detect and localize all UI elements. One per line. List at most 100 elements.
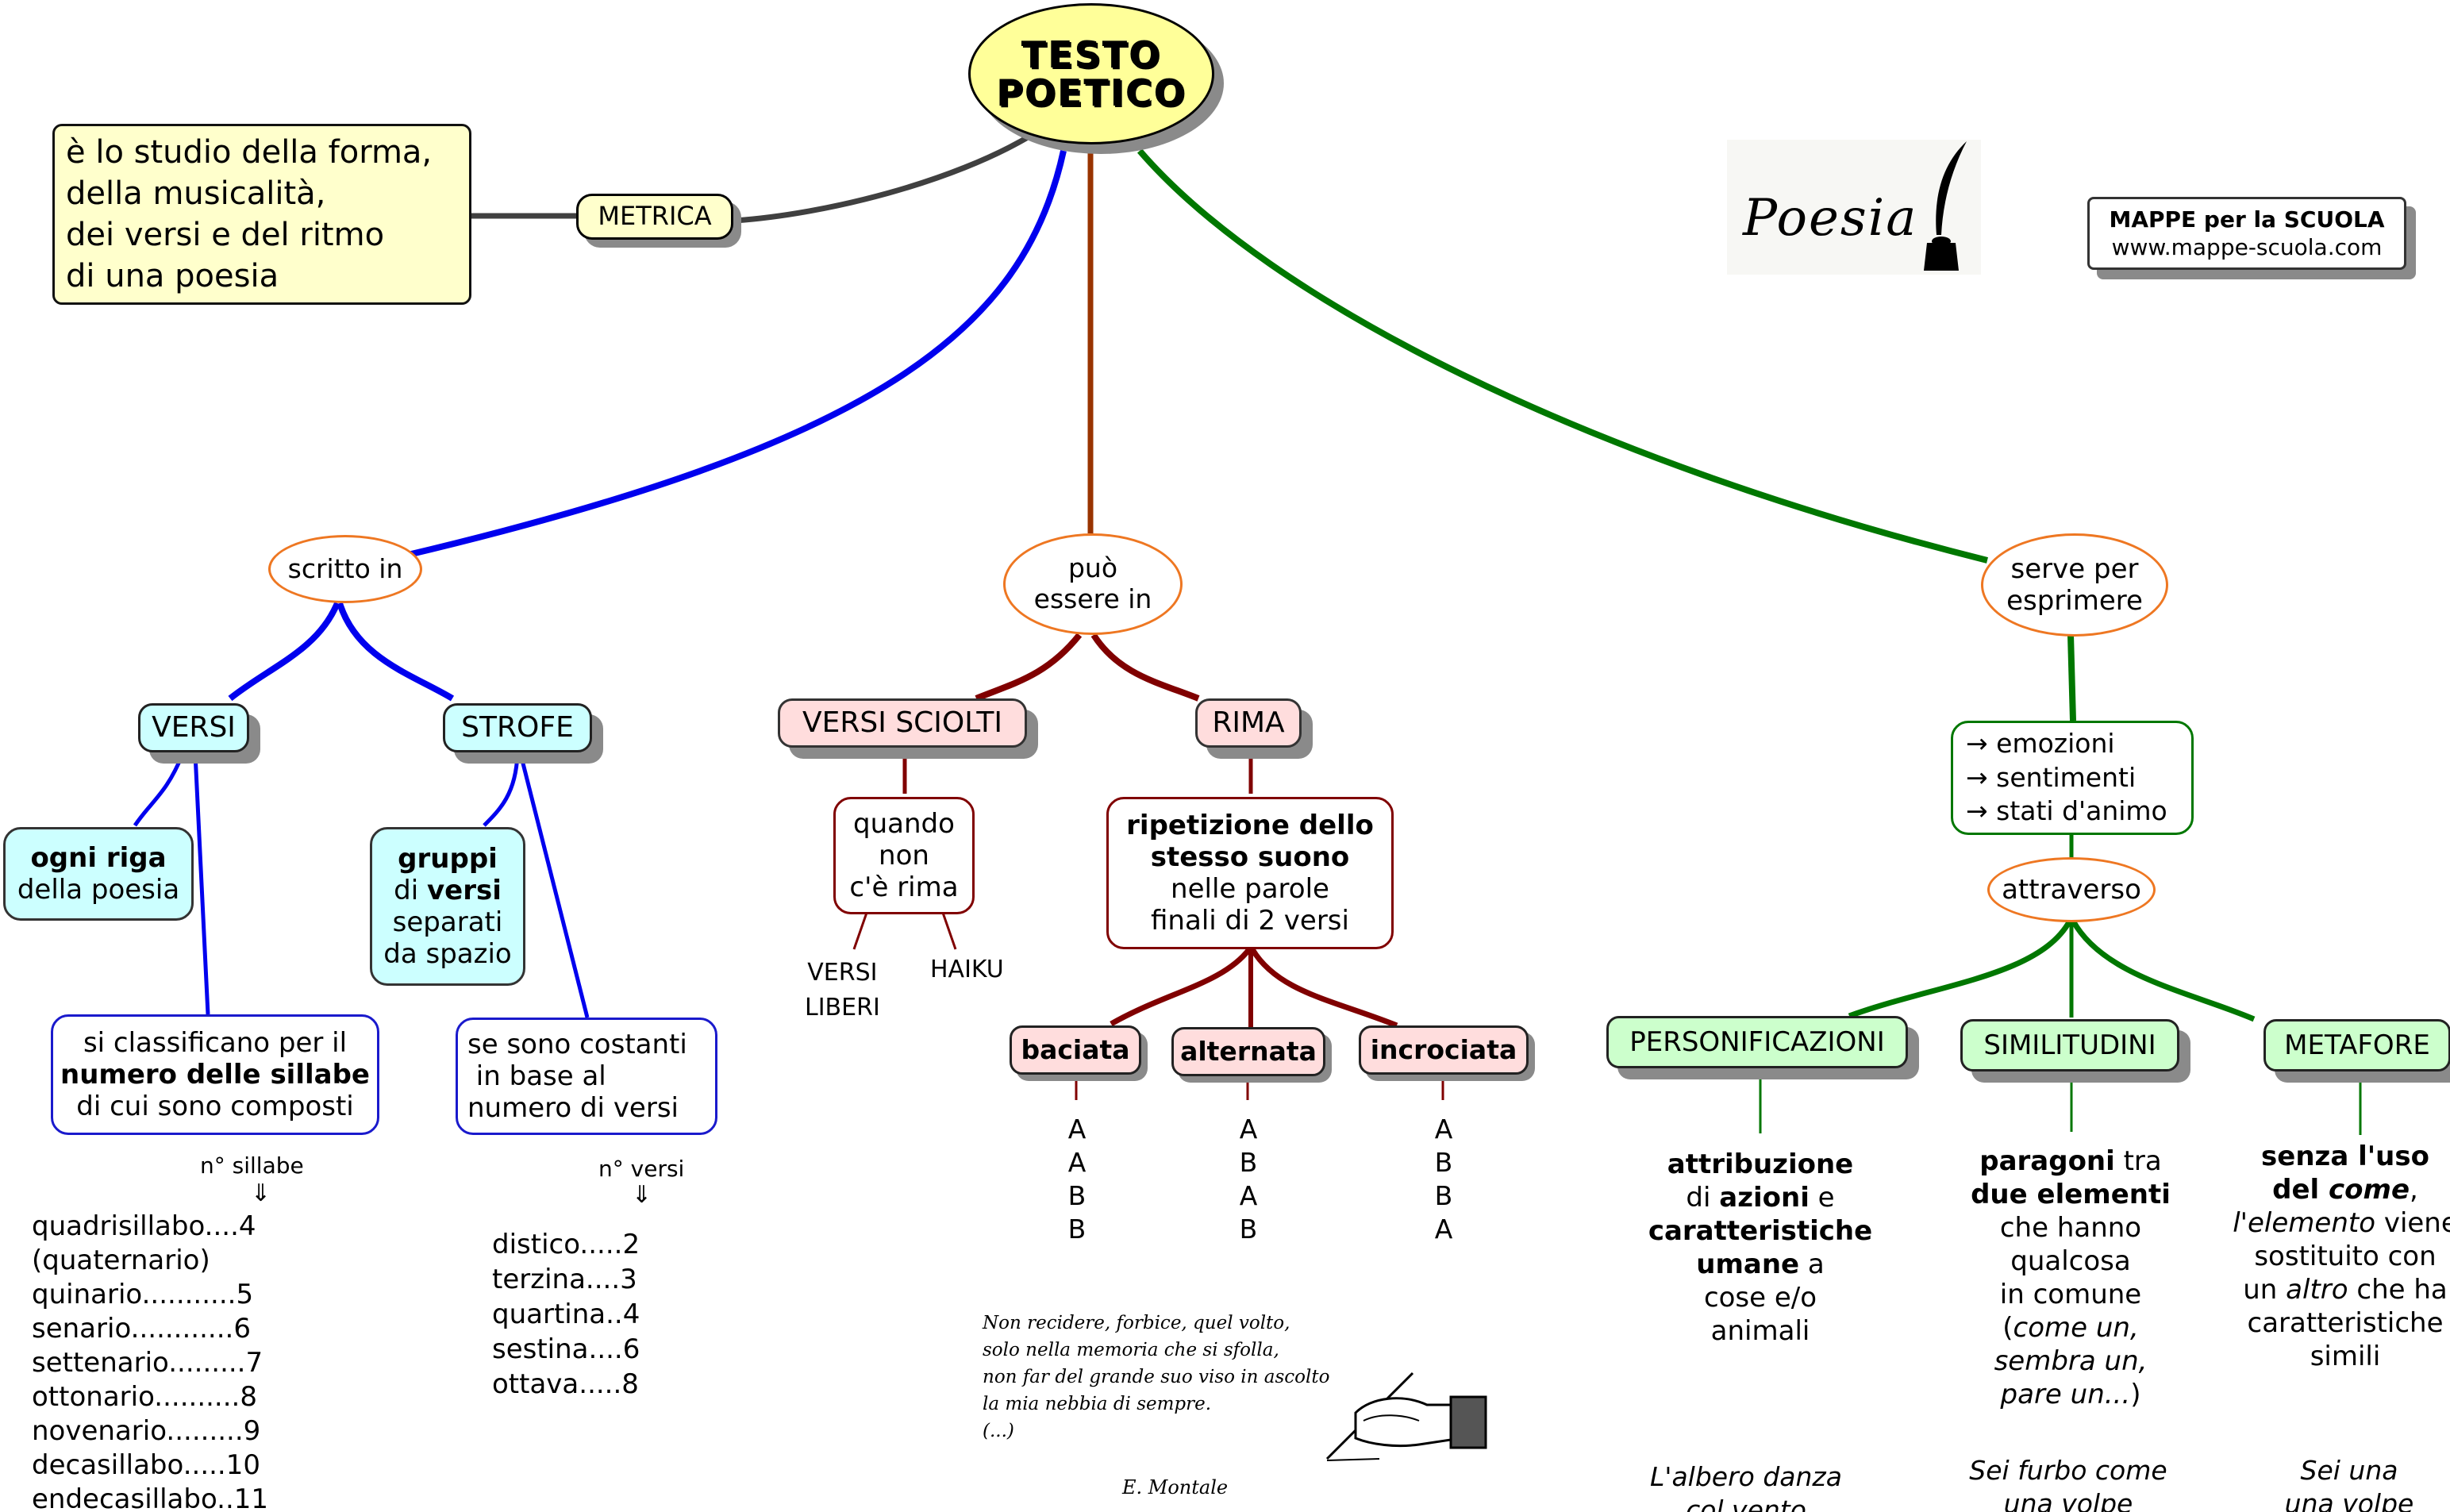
example-haiku: HAIKU (930, 956, 1004, 983)
linker-scritto-in-label: scritto in (287, 552, 403, 584)
sillabe-item: senario............6 (32, 1313, 251, 1345)
scheme-letter: A (1434, 1214, 1453, 1245)
poem-line: la mia nebbia di sempre. (983, 1394, 1212, 1414)
poesia-logo-text: Poesia (1743, 189, 1918, 248)
versi-node[interactable]: VERSI (138, 703, 249, 752)
central-node-testo-poetico[interactable]: TESTO POETICO (968, 3, 1214, 144)
sciolti-def-l1: quando (853, 807, 955, 840)
metrica-definition-box[interactable]: è lo studio della forma, della musicalit… (52, 124, 471, 305)
strofe-item: terzina....3 (492, 1264, 637, 1295)
brand-box[interactable]: MAPPE per la SCUOLA www.mappe-scuola.com (2087, 197, 2406, 270)
sciolti-def-l2: non (879, 839, 929, 871)
scheme-letter: B (1239, 1214, 1258, 1245)
versi-definition[interactable]: ogni riga della poesia (3, 827, 194, 921)
sillabe-item: endecasillabo..11 (32, 1483, 269, 1512)
rima-def-l4: finali di 2 versi (1151, 905, 1349, 937)
link-strofe-constant (518, 753, 590, 1018)
incrociata-label: incrociata (1370, 1033, 1517, 1065)
link-def-liberi (852, 912, 868, 950)
figure-metafore[interactable]: METAFORE (2263, 1019, 2450, 1071)
sillabe-item: settenario.........7 (32, 1347, 263, 1379)
poem-line: Non recidere, forbice, quel volto, (983, 1313, 1290, 1333)
sillabe-header: n° sillabe (200, 1152, 304, 1179)
constant-l1: se sono costanti (467, 1028, 687, 1060)
versi-label: VERSI (152, 710, 236, 744)
rima-def-l2: stesso suono (1150, 841, 1350, 873)
versi-count-arrow-icon: ⇓ (632, 1181, 652, 1209)
similitudini-example: Sei furbo come una volpe (1941, 1454, 2195, 1512)
sillabe-item: decasillabo.....10 (32, 1449, 261, 1481)
link-scritto-versi (228, 602, 340, 702)
versi-classification-box[interactable]: si classificano per il numero delle sill… (51, 1014, 379, 1135)
strofe-item: distico.....2 (492, 1229, 640, 1260)
strofe-constant-box[interactable]: se sono costanti in base al numero di ve… (456, 1018, 717, 1135)
link-def-incrociata (1249, 948, 1398, 1029)
poem-excerpt: Non recidere, forbice, quel volto, solo … (983, 1310, 1329, 1445)
versi-sciolti-node[interactable]: VERSI SCIOLTI (778, 698, 1027, 748)
strofe-item: sestina....6 (492, 1333, 640, 1365)
example-line: L'albero danza (1650, 1461, 1842, 1492)
versi-sciolti-label: VERSI SCIOLTI (802, 706, 1002, 739)
link-serve-express (2067, 634, 2076, 721)
alternata-label: alternata (1180, 1035, 1317, 1067)
scheme-letter: B (1067, 1180, 1087, 1211)
rima-definition[interactable]: ripetizione dello stesso suono nelle par… (1106, 797, 1394, 949)
metrica-def-line: è lo studio della forma, (66, 134, 433, 171)
scheme-alternata: A B A B (1235, 1113, 1262, 1246)
sillabe-item: novenario.........9 (32, 1415, 261, 1447)
link-def-baciata (1110, 947, 1252, 1027)
rima-def-l1: ripetizione dello (1126, 809, 1374, 841)
scheme-letter: B (1434, 1147, 1453, 1178)
personificazioni-example: L'albero danza col vento (1619, 1460, 1873, 1512)
rima-type-alternata[interactable]: alternata (1171, 1027, 1325, 1076)
rima-label: RIMA (1212, 706, 1285, 739)
rima-type-incrociata[interactable]: incrociata (1359, 1025, 1529, 1075)
link-versi-classify (193, 753, 210, 1015)
expresses-box[interactable]: → emozioni → sentimenti → stati d'animo (1951, 721, 2194, 835)
scheme-letter: A (1067, 1147, 1087, 1178)
hand-writing-quill-icon (1325, 1372, 1487, 1461)
linker-attraverso[interactable]: attraverso (1987, 857, 2156, 922)
example-versi-liberi: VERSI LIBERI (805, 956, 880, 1025)
figure-similitudini[interactable]: SIMILITUDINI (1960, 1019, 2179, 1071)
scheme-letter: A (1434, 1114, 1453, 1145)
rima-node[interactable]: RIMA (1195, 698, 1302, 748)
figure-personificazioni[interactable]: PERSONIFICAZIONI (1606, 1016, 1908, 1068)
sillabe-list: quadrisillabo....4 (quaternario) quinari… (32, 1210, 268, 1512)
example-line: Sei furbo come (1969, 1455, 2167, 1486)
linker-serve-per-esprimere[interactable]: serve per esprimere (1981, 533, 2168, 637)
linker-scritto-in[interactable]: scritto in (268, 535, 422, 603)
link-through-person (1848, 919, 2073, 1019)
scheme-letter: B (1434, 1180, 1453, 1211)
classify-l1: si classificano per il (83, 1026, 348, 1059)
versi-count-header: n° versi (598, 1156, 685, 1182)
expresses-item: → emozioni (1966, 727, 2115, 759)
example-line: col vento (1686, 1495, 1806, 1512)
poem-line: (...) (983, 1421, 1014, 1441)
poesia-logo: Poesia (1727, 140, 1981, 275)
brand-url[interactable]: www.mappe-scuola.com (2111, 234, 2383, 260)
personificazioni-label: PERSONIFICAZIONI (1629, 1025, 1885, 1058)
linker-puo-essere-in[interactable]: può essere in (1003, 533, 1183, 635)
strofe-node[interactable]: STROFE (443, 703, 592, 752)
scheme-incrociata: A B B A (1430, 1113, 1457, 1246)
strofe-def-l2: di versi (394, 874, 502, 906)
versi-sciolti-definition[interactable]: quando non c'è rima (833, 797, 975, 914)
link-def-haiku (941, 912, 957, 950)
link-puo-sciolti (975, 633, 1083, 702)
sillabe-item: (quaternario) (32, 1245, 210, 1276)
metrica-node[interactable]: METRICA (576, 194, 733, 240)
classify-l2: numero delle sillabe (60, 1058, 370, 1091)
rima-type-baciata[interactable]: baciata (1010, 1025, 1141, 1075)
expresses-item: → stati d'animo (1966, 795, 2167, 827)
link-scritto-strofe (337, 602, 455, 702)
metrica-def-line: dei versi e del ritmo (66, 217, 385, 253)
scheme-letter: A (1067, 1114, 1087, 1145)
strofe-definition[interactable]: gruppi di versi separati da spazio (370, 827, 525, 986)
example-versi-liberi-l1: VERSI (807, 959, 878, 987)
